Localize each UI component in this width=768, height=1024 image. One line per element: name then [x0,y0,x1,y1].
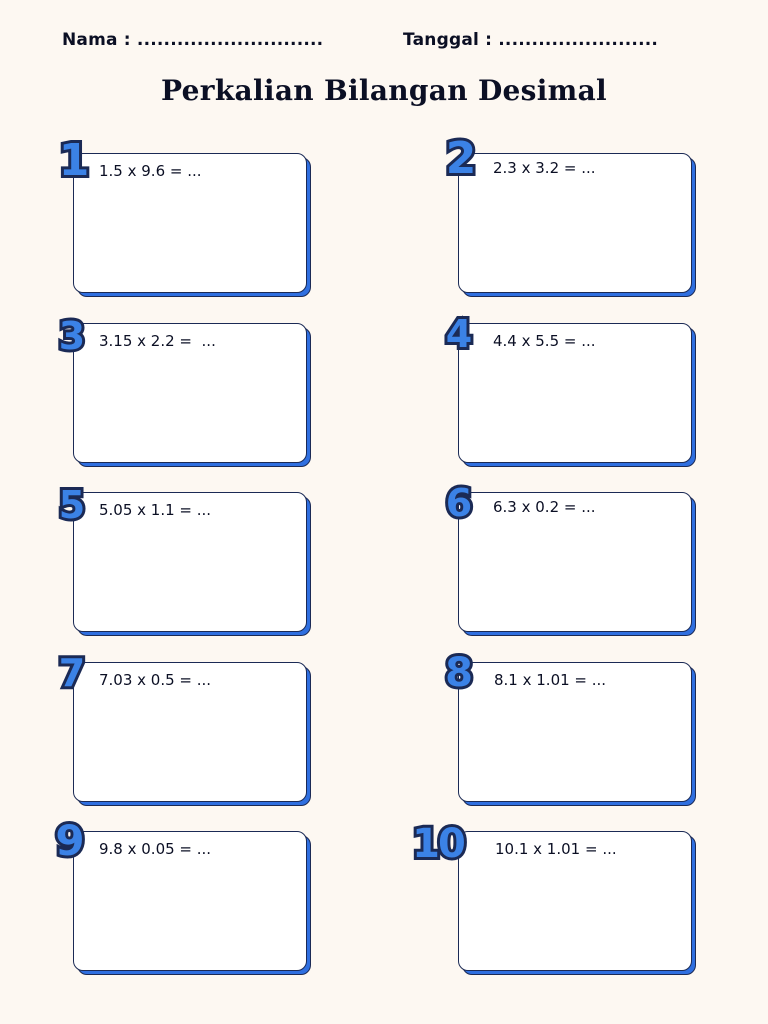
number-badge-icon: 6 [443,478,475,528]
problem-text: 9.8 x 0.05 = ... [99,840,212,858]
badge-number: 1 [59,135,90,186]
number-badge-icon: 7 [56,648,88,698]
number-badge-icon: 10 [409,818,469,870]
problem-text: 4.4 x 5.5 = ... [493,332,596,350]
answer-box [73,323,307,463]
badge-number: 4 [446,312,472,356]
problem-text: 6.3 x 0.2 = ... [493,498,596,516]
date-field-label: Tanggal : ........................ [403,30,659,50]
problem-text: 2.3 x 3.2 = ... [493,159,596,177]
problem-card-5: 5.05 x 1.1 = ... 5 [56,480,311,636]
badge-number: 5 [59,483,85,527]
answer-box [458,153,692,293]
worksheet-title: Perkalian Bilangan Desimal [161,74,607,107]
answer-box [458,323,692,463]
problem-text: 1.5 x 9.6 = ... [99,162,202,180]
number-badge-icon: 2 [443,130,480,187]
answer-box [458,662,692,802]
problem-text: 5.05 x 1.1 = ... [99,501,212,519]
number-badge-icon: 1 [56,132,93,189]
number-badge-icon: 8 [442,647,476,699]
problem-card-9: 9.8 x 0.05 = ... 9 [52,813,311,975]
problem-card-7: 7.03 x 0.5 = ... 7 [56,648,311,806]
answer-box [458,831,692,971]
name-field-label: Nama : ............................ [62,30,324,50]
badge-number: 9 [55,816,84,865]
answer-box [73,492,307,632]
badge-number: 6 [446,481,472,525]
problem-card-4: 4.4 x 5.5 = ... 4 [443,309,696,467]
number-badge-icon: 3 [56,311,88,361]
badge-number: 2 [446,133,477,184]
badge-number: 8 [445,650,473,696]
badge-number: 3 [59,314,85,358]
badge-number: 7 [59,651,85,695]
problem-card-1: 1.5 x 9.6 = ... 1 [56,132,311,297]
answer-box [73,153,307,293]
problem-card-6: 6.3 x 0.2 = ... 6 [443,478,696,636]
number-badge-icon: 9 [52,813,87,868]
problem-card-8: 8.1 x 1.01 = ... 8 [442,647,696,806]
problem-text: 3.15 x 2.2 = ... [99,332,216,350]
problem-card-2: 2.3 x 3.2 = ... 2 [443,130,696,297]
badge-number: 10 [412,821,464,867]
answer-box [73,662,307,802]
problem-card-10: 10.1 x 1.01 = ... 10 [409,818,696,975]
answer-box [458,492,692,632]
problem-text: 7.03 x 0.5 = ... [99,671,212,689]
answer-box [73,831,307,971]
number-badge-icon: 4 [443,309,475,359]
problem-text: 10.1 x 1.01 = ... [495,840,617,858]
problem-card-3: 3.15 x 2.2 = ... 3 [56,311,311,467]
problem-text: 8.1 x 1.01 = ... [494,671,607,689]
number-badge-icon: 5 [56,480,88,530]
